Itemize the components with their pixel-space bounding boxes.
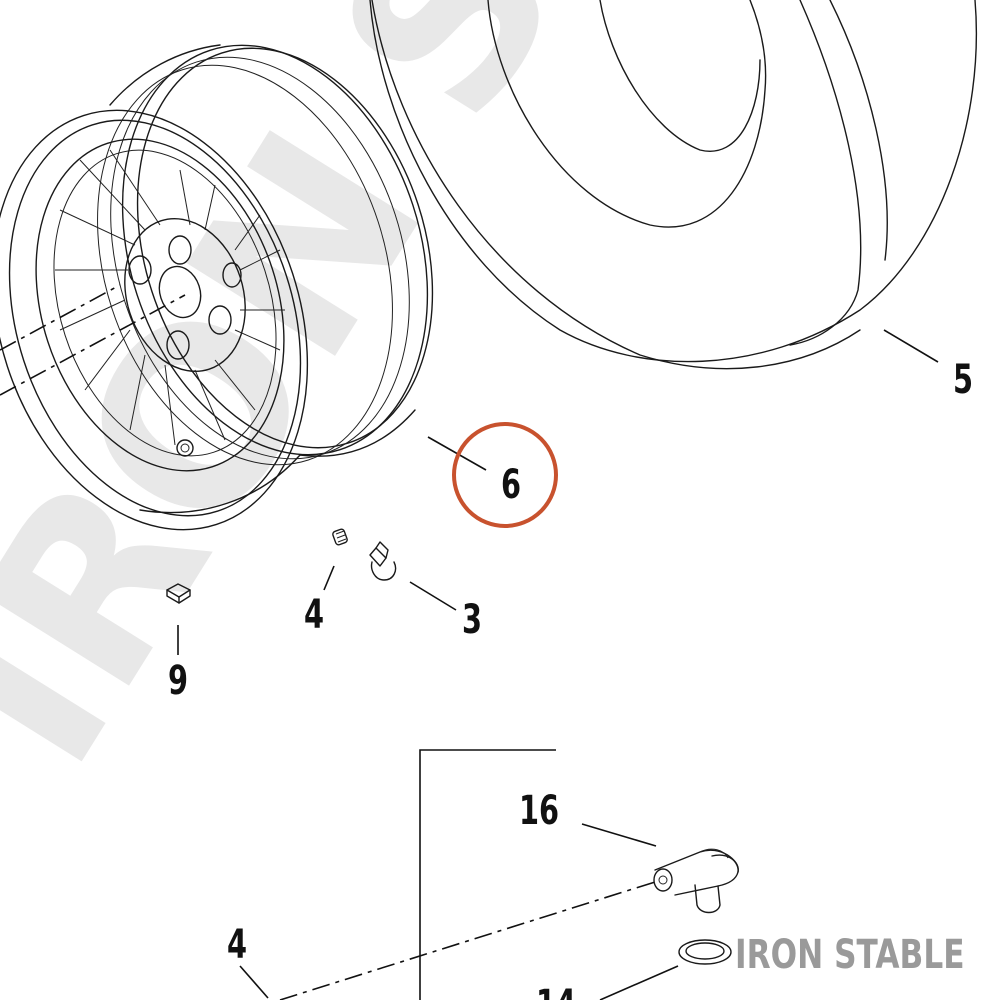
watermark: IRON STABLE [0, 0, 1000, 810]
valve-cap-part-4 [332, 528, 348, 546]
callout-14: 14 [536, 980, 576, 1000]
callout-6: 6 [501, 460, 521, 507]
callout-9: 9 [168, 656, 188, 703]
callout-4-upper: 4 [304, 590, 324, 637]
valve-stem-part-3 [369, 541, 397, 581]
callout-labels: 5 6 3 4 9 16 4 14 [168, 355, 973, 1000]
watermark-text: IRON STABLE [0, 0, 1000, 810]
tpms-sensor-part-16 [653, 848, 739, 914]
callout-4-lower: 4 [227, 920, 247, 967]
tire-part-5 [369, 0, 978, 370]
brand-logo: IRON STABLE [735, 932, 965, 978]
callout-5: 5 [953, 355, 973, 402]
highlight-circle [452, 422, 558, 528]
balance-weight-part-9 [166, 583, 191, 604]
callout-3: 3 [462, 595, 482, 642]
callout-16: 16 [519, 786, 559, 833]
washer-part-14 [678, 939, 732, 965]
wheel-rim-part-6 [0, 44, 434, 531]
sensor-center-line [279, 881, 656, 1000]
detail-bracket [419, 749, 556, 1000]
